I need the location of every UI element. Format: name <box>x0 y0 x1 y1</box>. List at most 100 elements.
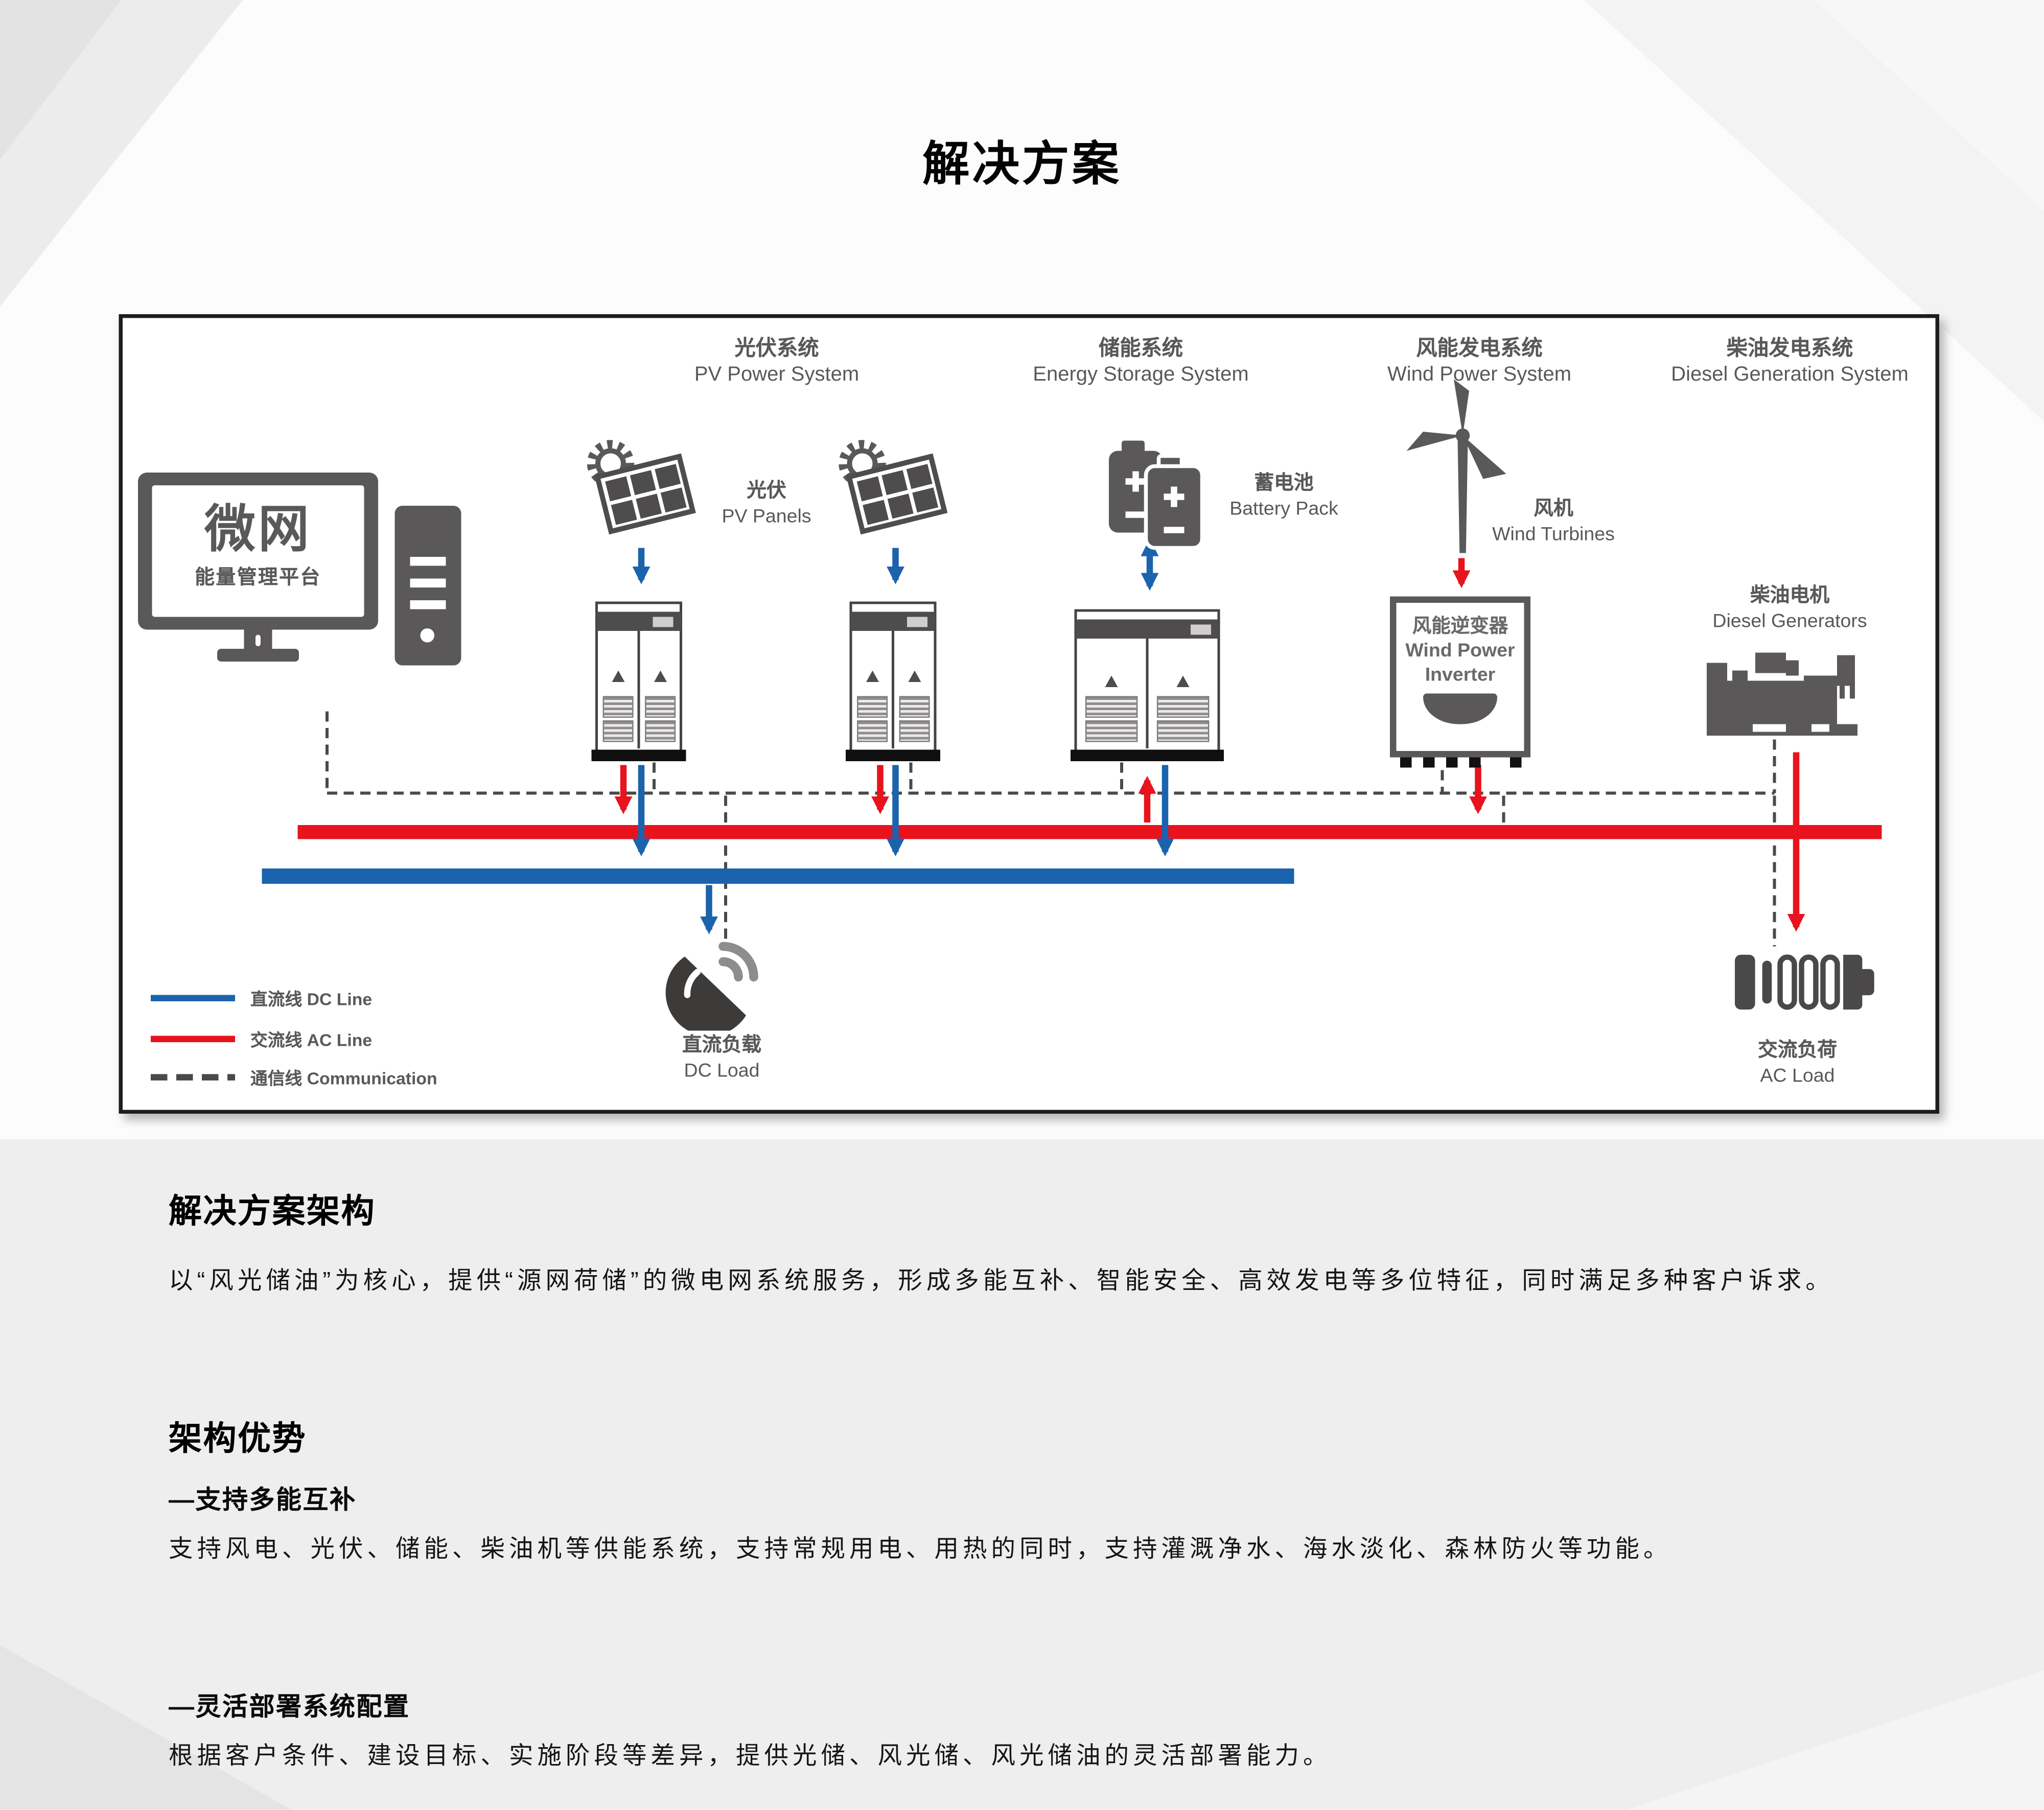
system-label-storage: 储能系统 Energy Storage System <box>1033 336 1248 389</box>
ac-load-label: 交流负荷 AC Load <box>1758 1039 1837 1089</box>
battery-pack-label-zh: 蓄电池 <box>1254 473 1314 495</box>
cabinet-doors <box>598 631 680 748</box>
cabinet-doors <box>852 631 934 748</box>
system-label-pv: 光伏系统 PV Power System <box>694 336 859 389</box>
legend-ac-label: 交流线 AC Line <box>250 1030 373 1050</box>
system-label-storage-en: Energy Storage System <box>1033 364 1249 386</box>
advantage-2-subheading: —灵活部署系统配置 <box>169 1694 410 1722</box>
inverter-foot <box>1510 757 1522 768</box>
ems-subtitle: 能量管理平台 <box>195 567 321 589</box>
tower-slat <box>410 557 446 566</box>
advantage-1-body: 支持风电、光伏、储能、柴油机等供能系统，支持常规用电、用热的同时，支持灌溉净水、… <box>169 1536 1672 1564</box>
warning-triangle-icon <box>1105 676 1118 688</box>
pv-sun-panel-icon-2 <box>839 440 948 535</box>
pv-inverter-cabinet-1 <box>591 601 686 761</box>
cabinet-band <box>851 612 935 631</box>
architecture-body: 以“风光储油”为核心，提供“源网荷储”的微电网系统服务，形成多能互补、智能安全、… <box>169 1268 1834 1296</box>
ac-load-icon <box>1735 954 1874 1010</box>
warning-triangle-icon <box>865 671 878 683</box>
architecture-heading: 解决方案架构 <box>169 1191 376 1230</box>
diesel-generator-icon <box>1707 652 1857 736</box>
wind-inverter-label-en2: Inverter <box>1425 664 1496 686</box>
bus-and-connection-lines <box>262 538 1882 947</box>
solution-text-section: 解决方案架构 以“风光储油”为核心，提供“源网荷储”的微电网系统服务，形成多能互… <box>0 1139 2044 1810</box>
ac-load-label-zh: 交流负荷 <box>1757 1040 1838 1062</box>
wind-turbine-icon <box>1406 379 1506 553</box>
cabinet-band <box>1076 619 1219 639</box>
cabinet-base <box>846 749 940 761</box>
wind-inverter-label-zh: 风能逆变器 <box>1412 616 1508 638</box>
cabinet-door <box>894 631 934 748</box>
vent-grille <box>644 720 676 742</box>
vent-grille <box>644 696 676 718</box>
dc-line-swatch <box>151 994 235 1001</box>
battery-pack-label: 蓄电池 Battery Pack <box>1229 472 1338 522</box>
pv-inverter-cabinet-2 <box>846 601 940 761</box>
dc-arrows <box>632 538 1174 934</box>
wind-turbines-label: 风机 Wind Turbines <box>1492 497 1615 547</box>
vent-grille <box>602 696 634 718</box>
legend-item-comm-line: 通信线 Communication <box>151 1064 437 1090</box>
system-label-storage-zh: 储能系统 <box>1099 337 1183 360</box>
dc-bus-line <box>262 868 1294 884</box>
ac-bus-line <box>297 825 1882 839</box>
battery-pack-label-en: Battery Pack <box>1229 498 1338 520</box>
cabinet-display <box>1191 624 1211 635</box>
inverter-foot <box>1400 757 1412 768</box>
background-decoration <box>0 1645 294 1810</box>
cabinet-display <box>653 617 673 627</box>
pv-panels-label-zh: 光伏 <box>747 480 786 502</box>
comm-line-swatch <box>151 1073 235 1080</box>
pv-panels-label-en: PV Panels <box>722 506 811 528</box>
cabinet-door <box>1077 639 1149 748</box>
ac-line-swatch <box>151 1035 235 1042</box>
warning-triangle-icon <box>611 671 624 683</box>
cabinet-door <box>598 631 640 748</box>
vent-grille <box>856 696 888 718</box>
wind-turbines-label-zh: 风机 <box>1534 498 1573 520</box>
system-label-wind: 风能发电系统 Wind Power System <box>1387 336 1571 389</box>
cabinet-doors <box>1077 639 1218 748</box>
dc-load-icon <box>665 942 758 1031</box>
vent-grille <box>856 720 888 742</box>
diesel-generators-label: 柴油电机 Diesel Generators <box>1712 584 1867 634</box>
battery-pack-icon <box>1109 440 1204 550</box>
pc-tower-icon <box>394 506 461 666</box>
system-label-diesel: 柴油发电系统 Diesel Generation System <box>1671 336 1909 389</box>
communication-lines <box>326 711 1776 947</box>
tower-slat <box>410 578 446 587</box>
diesel-generators-label-zh: 柴油电机 <box>1750 585 1830 607</box>
system-label-pv-en: PV Power System <box>694 364 860 386</box>
dc-load-label: 直流负载 DC Load <box>682 1033 761 1084</box>
advantages-heading: 架构优势 <box>169 1419 307 1458</box>
system-label-diesel-zh: 柴油发电系统 <box>1726 337 1853 360</box>
dc-load-label-zh: 直流负载 <box>682 1035 762 1056</box>
system-label-pv-zh: 光伏系统 <box>734 337 819 360</box>
cabinet-base <box>1071 749 1224 761</box>
page-title: 解决方案 <box>922 138 1122 191</box>
system-label-wind-en: Wind Power System <box>1387 364 1572 386</box>
cabinet-base <box>591 749 686 761</box>
wind-inverter-label-en1: Wind Power <box>1405 640 1515 662</box>
ems-title: 微网 <box>204 502 312 558</box>
ac-load-label-en: AC Load <box>1760 1065 1835 1087</box>
system-label-wind-zh: 风能发电系统 <box>1416 337 1543 360</box>
inverter-bowl-shape <box>1423 693 1497 724</box>
inverter-foot <box>1446 757 1458 768</box>
dc-load-label-en: DC Load <box>684 1060 760 1082</box>
tower-button <box>420 628 434 643</box>
vent-grille <box>1085 696 1138 718</box>
legend-comm-label: 通信线 Communication <box>250 1069 437 1089</box>
monitor-base <box>217 649 299 662</box>
monitor-icon: 微网 能量管理平台 <box>138 473 378 630</box>
ac-arrows <box>614 558 1805 932</box>
legend-item-dc-line: 直流线 DC Line <box>151 985 372 1010</box>
pv-panels-label: 光伏 PV Panels <box>722 479 811 529</box>
ems-screen: 微网 能量管理平台 <box>152 485 364 617</box>
vent-grille <box>1156 696 1210 718</box>
warning-triangle-icon <box>1176 676 1190 688</box>
vent-grille <box>602 720 634 742</box>
cabinet-display <box>907 617 927 627</box>
microgrid-architecture-diagram: 光伏系统 PV Power System 储能系统 Energy Storage… <box>119 314 1939 1114</box>
